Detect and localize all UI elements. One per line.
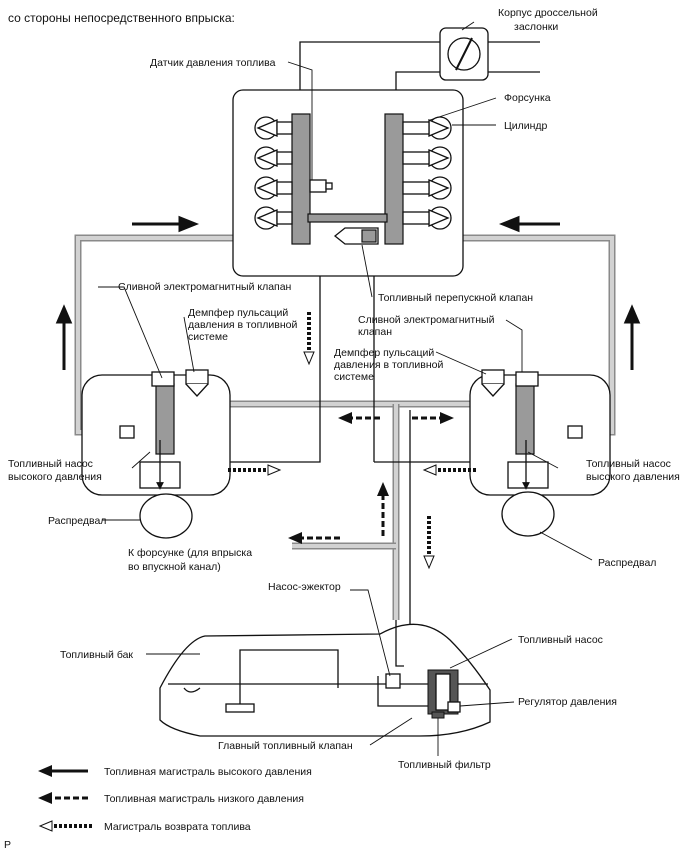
cylinder-icon <box>254 206 293 230</box>
jet-pump-icon <box>385 673 401 689</box>
cylinder-icon <box>254 146 293 170</box>
hp-pump-left-label-2: высокого давления <box>8 471 102 483</box>
camshaft-icon <box>501 491 555 537</box>
engine-block <box>232 89 464 277</box>
fuel-tank-label: Топливный бак <box>60 649 133 661</box>
pulsation-damper-left-label-2: давления в топливной <box>188 319 297 331</box>
hp-pump-right-label-2: высокого давления <box>586 471 680 483</box>
injector-label: Форсунка <box>504 92 551 104</box>
legend-high-pressure: Топливная магистраль высокого давления <box>38 765 312 778</box>
fuel-pump-label: Топливный насос <box>518 634 603 646</box>
labels: Корпус дроссельной заслонки Датчик давле… <box>8 7 680 771</box>
pulsation-damper-right-label-2: давления в топливной <box>334 359 443 371</box>
fuel-filter-icon <box>431 711 445 719</box>
cylinder-icon <box>402 176 452 200</box>
relief-valve-label: Топливный перепускной клапан <box>378 292 533 304</box>
pulsation-damper-right-label-1: Демпфер пульсаций <box>334 347 434 359</box>
camshaft-icon <box>139 493 193 539</box>
fuel-pressure-sensor-label: Датчик давления топлива <box>150 57 276 69</box>
to-port-injector-label-1: К форсунке (для впрыска <box>128 547 252 559</box>
pulsation-damper-left-label-1: Демпфер пульсаций <box>188 307 288 319</box>
header-text: со стороны непосредственного впрыска: <box>8 11 235 25</box>
cylinders-left <box>254 116 293 230</box>
hp-pump-right-label-1: Топливный насос <box>586 458 671 470</box>
fuel-tank <box>159 620 491 737</box>
legend: Топливная магистраль высокого давления Т… <box>38 765 312 833</box>
camshaft-right-label: Распредвал <box>598 557 656 569</box>
cylinder-icon <box>402 146 452 170</box>
legend-return: Магистраль возврата топлива <box>38 820 251 833</box>
main-fuel-valve-label: Главный топливный клапан <box>218 740 353 752</box>
pressure-regulator-icon <box>447 701 461 713</box>
pulsation-damper-left-label-3: системе <box>188 331 228 343</box>
cylinder-icon <box>402 116 452 140</box>
jet-pump-label: Насос-эжектор <box>268 581 341 593</box>
drain-solenoid-right-label-1: Сливной электромагнитный <box>358 314 495 326</box>
legend-return-label: Магистраль возврата топлива <box>104 821 251 833</box>
footer-mark: P <box>4 839 11 851</box>
legend-high-pressure-label: Топливная магистраль высокого давления <box>104 766 312 778</box>
to-port-injector-label-2: во впускной канал) <box>128 561 221 573</box>
throttle-body-label-2: заслонки <box>514 21 558 33</box>
left-hp-pump <box>81 369 231 539</box>
relief-valve-icon <box>333 227 379 245</box>
cylinder-icon <box>402 206 452 230</box>
throttle-body-label-1: Корпус дроссельной <box>498 7 598 19</box>
pulsation-damper-right-label-3: системе <box>334 371 374 383</box>
right-hp-pump <box>469 369 611 537</box>
drain-solenoid-left-label: Сливной электромагнитный клапан <box>118 281 292 293</box>
camshaft-left-label: Распредвал <box>48 515 106 527</box>
fuel-pressure-sensor-icon <box>309 179 333 193</box>
cylinder-label: Цилиндр <box>504 120 548 132</box>
legend-low-pressure-label: Топливная магистраль низкого давления <box>104 793 304 805</box>
legend-low-pressure: Топливная магистраль низкого давления <box>38 792 304 805</box>
cylinders-right <box>402 116 452 230</box>
throttle-body <box>299 27 540 92</box>
cylinder-icon <box>254 116 293 140</box>
leader-lines <box>98 21 593 756</box>
cylinder-icon <box>254 176 293 200</box>
fuel-filter-label: Топливный фильтр <box>398 759 491 771</box>
flow-arrows <box>55 215 641 570</box>
drain-solenoid-right-label-2: клапан <box>358 326 392 338</box>
hp-pump-left-label-1: Топливный насос <box>8 458 93 470</box>
pressure-regulator-label: Регулятор давления <box>518 696 617 708</box>
